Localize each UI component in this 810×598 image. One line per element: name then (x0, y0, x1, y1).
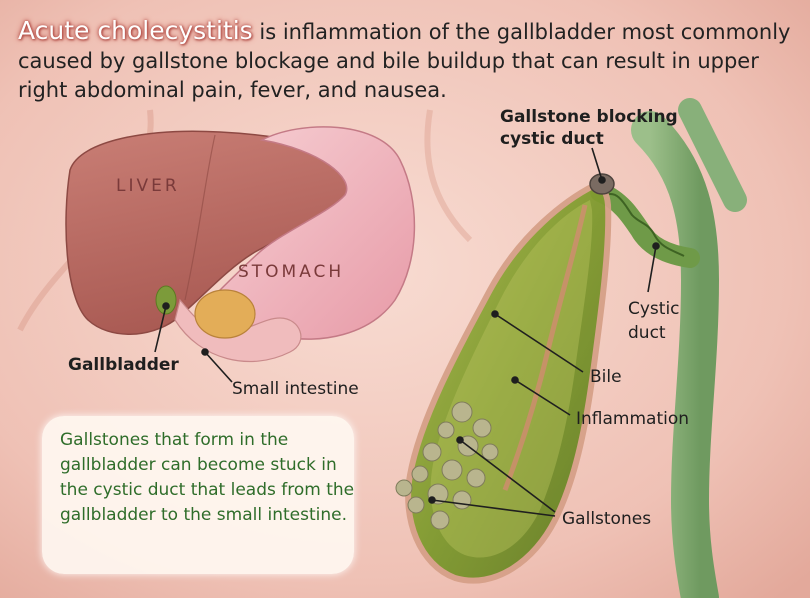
leader-dot (491, 310, 499, 318)
cystic-duct (590, 182, 700, 268)
leader-gallbladder (154, 305, 167, 353)
intro-text: Acute cholecystitis is inflammation of t… (18, 16, 798, 105)
label-cystic-line1: Cystic (628, 299, 680, 319)
leader-small-intestine (204, 351, 233, 383)
label-stomach: STOMACH (238, 262, 345, 282)
label-inflammation: Inflammation (576, 409, 690, 429)
intro-description: is inflammation of the gallbladder most … (18, 20, 791, 102)
leader-dot (598, 176, 606, 184)
pancreas (194, 289, 256, 339)
gallstones-cluster (395, 401, 499, 530)
label-gallstone-blocking-line1: Gallstone blocking (500, 107, 678, 127)
label-gallbladder: Gallbladder (68, 355, 179, 375)
label-bile: Bile (590, 367, 622, 387)
hepatic-duct (678, 98, 747, 212)
cystic-duct-spiral (605, 193, 685, 257)
leader-gallstones-1 (459, 439, 556, 513)
leader-inflammation (514, 379, 571, 416)
liver-lobe-line (184, 134, 216, 301)
intro-term: Acute cholecystitis (18, 16, 253, 45)
leader-cystic-duct (647, 245, 657, 293)
label-gallstones: Gallstones (562, 509, 652, 529)
leader-dot (162, 302, 170, 310)
blocking-gallstone (589, 173, 615, 195)
torso-contour (424, 109, 473, 243)
leader-dot (428, 496, 436, 504)
label-cystic-line2: duct (628, 323, 666, 343)
leader-dot (511, 376, 519, 384)
explanation-text: Gallstones that form in the gallbladder … (60, 430, 355, 525)
leader-dot (652, 242, 660, 250)
inflammation-band (502, 204, 588, 491)
label-gallstone-blocking-line2: cystic duct (500, 129, 604, 149)
common-bile-duct (631, 111, 720, 598)
leader-gallstones-2 (431, 499, 556, 517)
explanation-box: Gallstones that form in the gallbladder … (42, 416, 354, 574)
label-liver: LIVER (116, 176, 180, 196)
gallbladder-small (155, 285, 177, 315)
gallbladder-large (405, 181, 612, 584)
leader-dot (201, 348, 209, 356)
leader-gallstone-blocking (591, 147, 603, 181)
leader-dot (456, 436, 464, 444)
label-small-intestine: Small intestine (232, 379, 359, 399)
leader-bile (494, 313, 584, 373)
